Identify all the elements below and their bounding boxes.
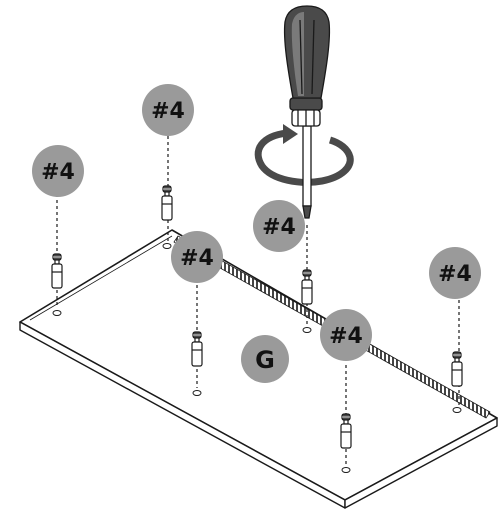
cam-dowels xyxy=(51,185,463,449)
cam-dowel xyxy=(161,185,173,221)
callout-badge: #4 xyxy=(253,200,305,252)
screwdriver-icon xyxy=(283,5,331,219)
dowel-hole xyxy=(162,243,172,249)
callout-badge: #4 xyxy=(171,231,223,283)
dowel-hole xyxy=(52,310,62,316)
callout-label: #4 xyxy=(262,215,296,240)
callout-label: #4 xyxy=(180,246,214,271)
part-badge: G xyxy=(241,335,289,383)
cam-dowel xyxy=(301,269,313,305)
callout-badge: #4 xyxy=(142,84,194,136)
cam-dowel xyxy=(51,253,63,289)
cam-dowel xyxy=(451,351,463,387)
part-label: G xyxy=(255,346,275,374)
callout-badge: #4 xyxy=(32,145,84,197)
callout-label: #4 xyxy=(151,99,185,124)
cam-dowel xyxy=(340,413,352,449)
callout-badge: #4 xyxy=(429,247,481,299)
callout-badges: #4 #4 #4 #4 #4 #4 xyxy=(32,84,481,361)
dowel-hole xyxy=(452,407,462,413)
callout-label: #4 xyxy=(438,262,472,287)
dowel-holes xyxy=(52,243,462,473)
dowel-hole xyxy=(302,327,312,333)
cam-dowel xyxy=(191,331,203,367)
callout-label: #4 xyxy=(329,324,363,349)
dowel-hole xyxy=(341,467,351,473)
dowel-hole xyxy=(192,390,202,396)
callout-label: #4 xyxy=(41,160,75,185)
rotate-arrow-icon xyxy=(254,124,354,186)
callout-badge: #4 xyxy=(320,309,372,361)
